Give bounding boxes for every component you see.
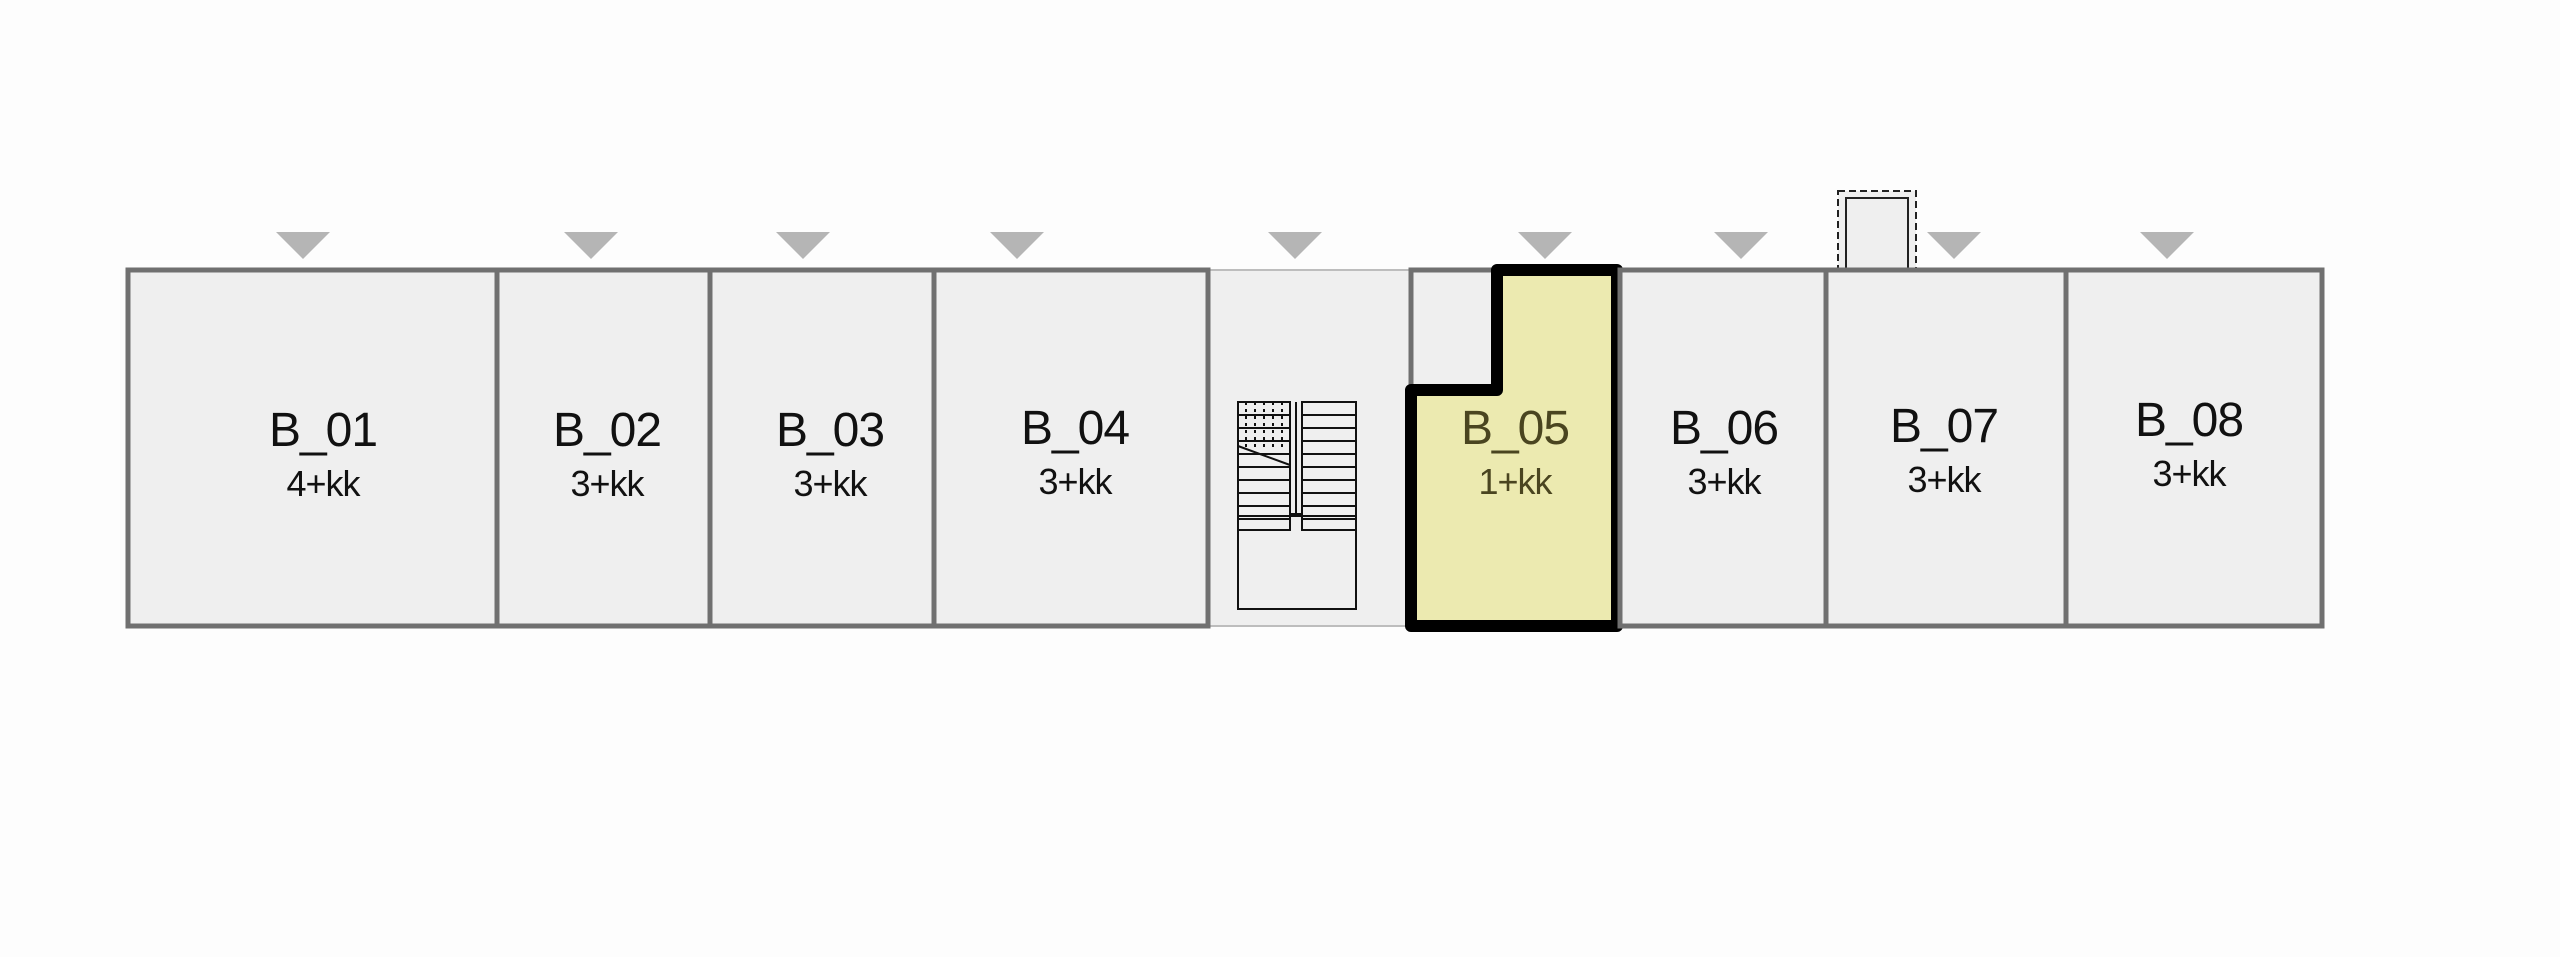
- entrance-marker-icon: [776, 232, 830, 259]
- unit-layout: 3+kk: [570, 463, 645, 504]
- unit-layout: 4+kk: [286, 463, 361, 504]
- entrance-marker-icon: [990, 232, 1044, 259]
- unit-b-06[interactable]: B_06 3+kk: [1617, 267, 1829, 629]
- entrance-marker-icon: [2140, 232, 2194, 259]
- elevator-icon: [1837, 190, 1917, 270]
- unit-b-08[interactable]: B_08 3+kk: [2063, 267, 2325, 629]
- unit-name: B_04: [1021, 402, 1129, 455]
- entrance-marker-icon: [1268, 232, 1322, 259]
- unit-b-03[interactable]: B_03 3+kk: [707, 267, 937, 629]
- entrance-marker-icon: [1714, 232, 1768, 259]
- unit-layout: 3+kk: [1687, 461, 1762, 502]
- unit-b-04[interactable]: B_04 3+kk: [931, 267, 1211, 629]
- unit-name: B_01: [269, 404, 377, 457]
- stair-core: [1207, 269, 1412, 627]
- unit-layout: 1+kk: [1478, 461, 1553, 502]
- entrance-markers: [276, 232, 2194, 259]
- unit-name: B_03: [776, 404, 884, 457]
- unit-layout: 3+kk: [1038, 461, 1113, 502]
- unit-b-01[interactable]: B_01 4+kk: [125, 267, 500, 629]
- unit-layout: 3+kk: [793, 463, 868, 504]
- unit-b-02[interactable]: B_02 3+kk: [494, 267, 713, 629]
- unit-name: B_08: [2135, 394, 2243, 447]
- unit-b-07[interactable]: B_07 3+kk: [1823, 267, 2069, 629]
- staircase-icon: [1237, 401, 1357, 610]
- unit-name: B_05: [1461, 402, 1569, 455]
- unit-name: B_06: [1670, 402, 1778, 455]
- unit-name: B_02: [553, 404, 661, 457]
- entrance-marker-icon: [1927, 232, 1981, 259]
- entrance-marker-icon: [1518, 232, 1572, 259]
- unit-b-05[interactable]: B_05 1+kk: [1405, 264, 1623, 632]
- entrance-marker-icon: [276, 232, 330, 259]
- entrance-marker-icon: [564, 232, 618, 259]
- unit-layout: 3+kk: [1907, 459, 1982, 500]
- unit-name: B_07: [1890, 400, 1998, 453]
- unit-layout: 3+kk: [2152, 453, 2227, 494]
